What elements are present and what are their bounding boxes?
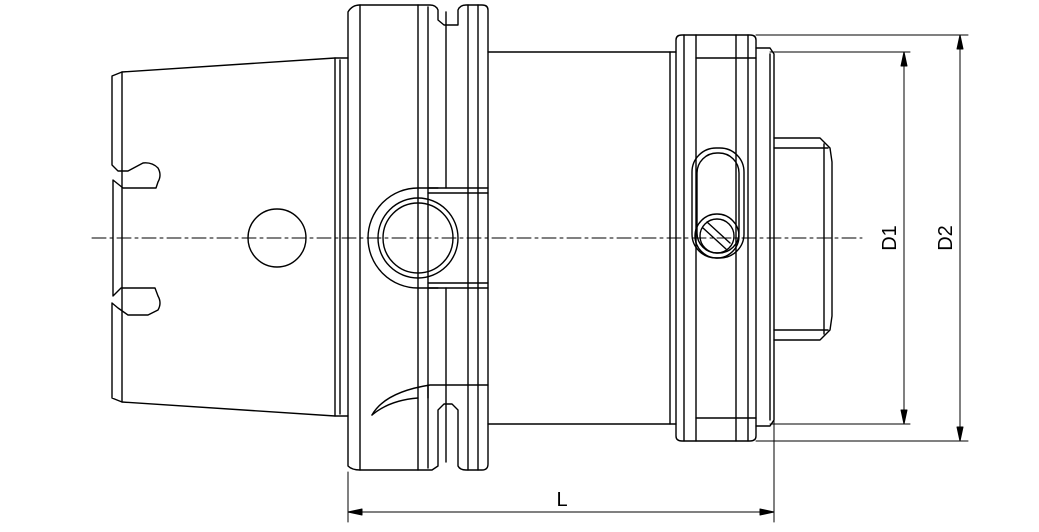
nut-slot — [691, 147, 745, 259]
dimension-line-d1 — [900, 51, 908, 425]
dimension-line-d2 — [956, 34, 964, 442]
cross-hole — [247, 208, 307, 268]
dimension-line-l — [347, 508, 775, 516]
dimension-label-l: L — [556, 489, 567, 511]
clamping-nut — [675, 34, 775, 442]
extension-lines — [347, 34, 969, 523]
body-cylinder — [487, 51, 677, 425]
flange-hole — [367, 187, 459, 289]
taper-shank — [111, 57, 349, 417]
dimension-label-d2: D2 — [935, 225, 957, 251]
collet-nose — [773, 137, 833, 341]
flange — [347, 4, 489, 471]
dimension-label-d1: D1 — [879, 225, 901, 251]
